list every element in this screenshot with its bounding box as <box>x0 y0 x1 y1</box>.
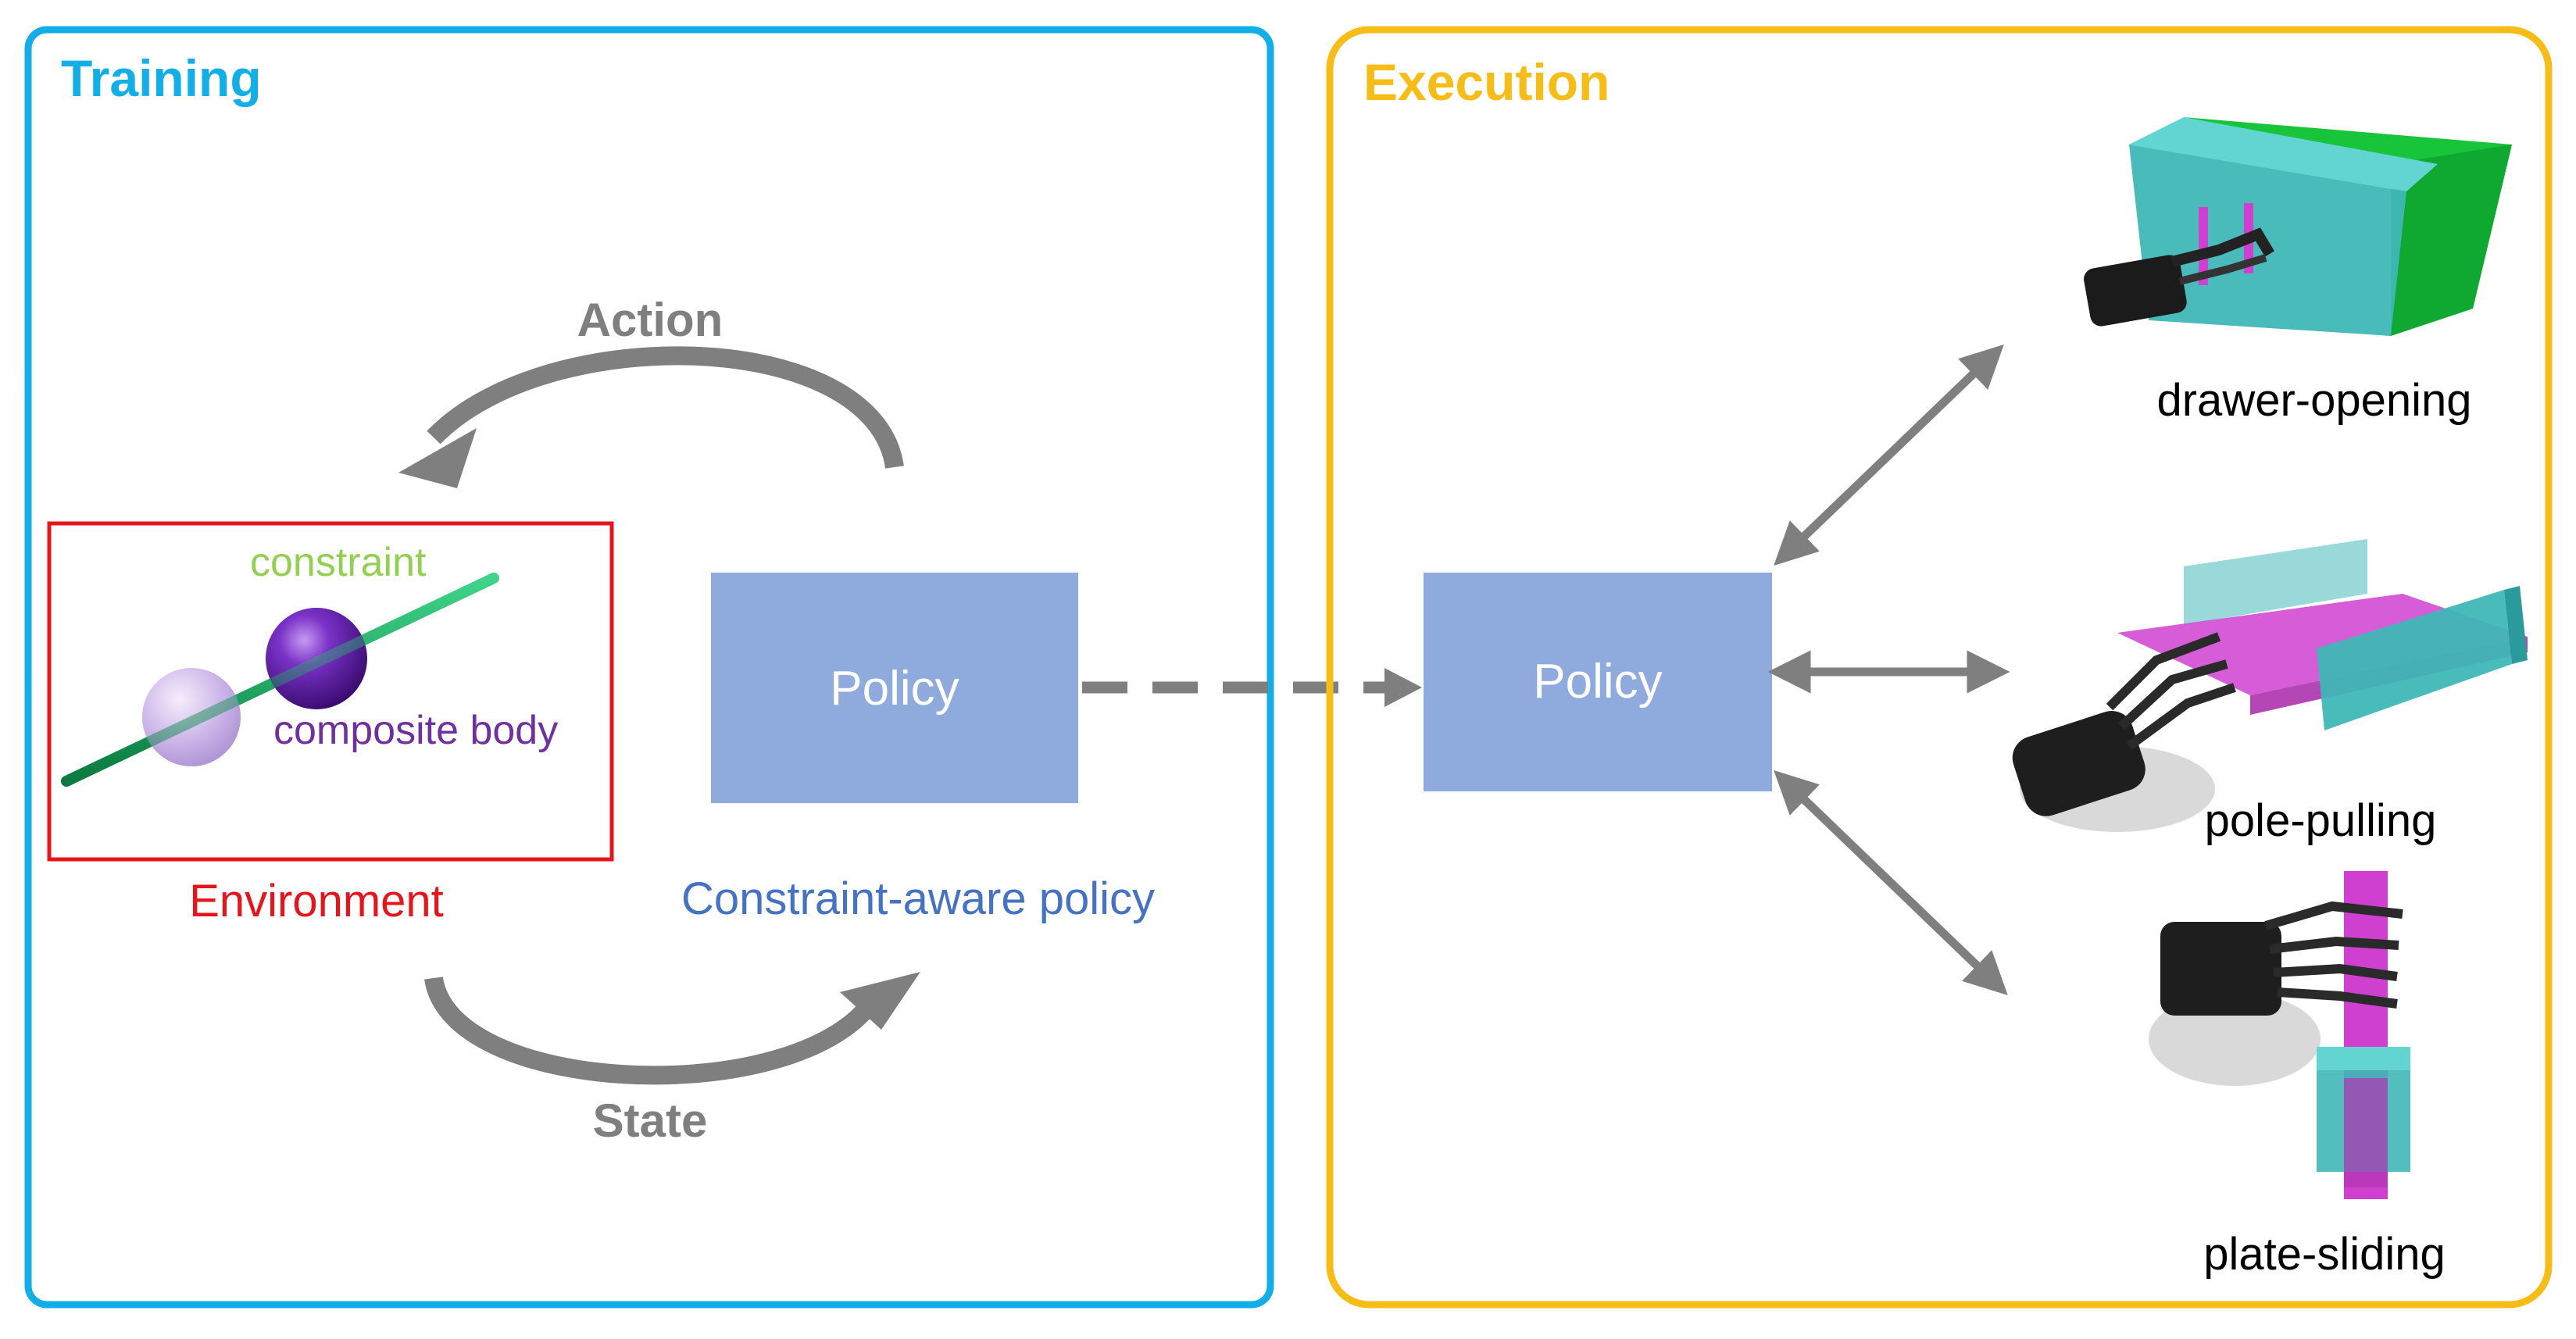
arrow-to-plate-sliding <box>1774 769 2008 996</box>
pole-pulling-image <box>2012 539 2528 832</box>
constraint-label: constraint <box>250 540 427 585</box>
constraint-rod-front <box>61 573 499 787</box>
execution-policy-label: Policy <box>1533 655 1662 709</box>
training-panel <box>24 26 1274 1309</box>
environment-box <box>47 521 614 862</box>
action-arrow <box>427 346 904 470</box>
execution-panel <box>1326 26 2553 1309</box>
drawer-opening-label: drawer-opening <box>2156 375 2471 426</box>
transfer-arrow-head <box>1384 668 1422 707</box>
plate-sliding-image <box>2149 871 2410 1199</box>
constraint-aware-policy-caption: Constraint-aware policy <box>681 873 1155 924</box>
state-label: State <box>593 1094 708 1147</box>
composite-body-label: composite body <box>273 708 558 753</box>
drawer-opening-image <box>2084 117 2512 336</box>
action-arrow-head <box>398 428 477 488</box>
training-title: Training <box>61 49 262 107</box>
execution-title: Execution <box>1363 53 1610 111</box>
environment-caption: Environment <box>189 876 444 927</box>
state-arrow <box>424 976 875 1085</box>
plate-sliding-label: plate-sliding <box>2203 1229 2446 1280</box>
execution-policy-box <box>1424 573 1772 791</box>
state-arrow-head <box>840 972 920 1030</box>
action-label: Action <box>577 294 723 346</box>
training-policy-label: Policy <box>830 662 959 716</box>
pole-pulling-label: pole-pulling <box>2205 795 2437 846</box>
training-policy-box <box>711 573 1078 803</box>
arrow-to-drawer-opening <box>1774 344 2004 566</box>
